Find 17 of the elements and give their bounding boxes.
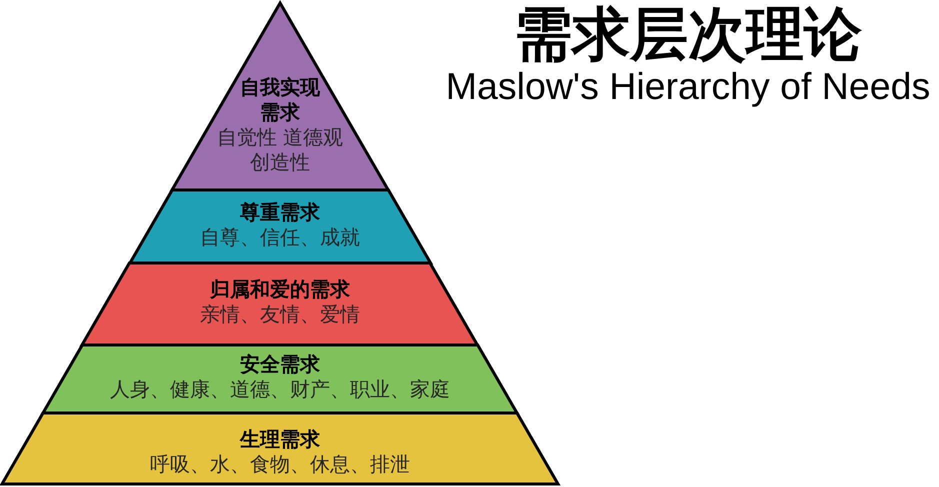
pyramid-level [2,413,558,484]
title: 需求层次理论 [514,2,862,66]
pyramid-level [130,190,430,263]
pyramid-level [82,263,478,345]
level-heading: 尊重需求 [240,200,320,225]
level-description: 呼吸、水、食物、休息、排泄 [150,452,410,477]
level-heading: 归属和爱的需求 [210,277,350,302]
level-description: 亲情、友情、爱情 [200,302,360,327]
subtitle: Maslow's Hierarchy of Needs [446,66,930,106]
level-description: 自觉性 道德观创造性 [216,125,344,175]
level-description: 自尊、信任、成就 [200,225,360,250]
level-heading: 自我实现需求 [238,75,321,125]
level-heading: 安全需求 [240,352,320,377]
level-description: 人身、健康、道德、财产、职业、家庭 [110,377,450,402]
pyramid-level [172,3,388,190]
pyramid-level [43,345,517,413]
level-heading: 生理需求 [240,427,320,452]
